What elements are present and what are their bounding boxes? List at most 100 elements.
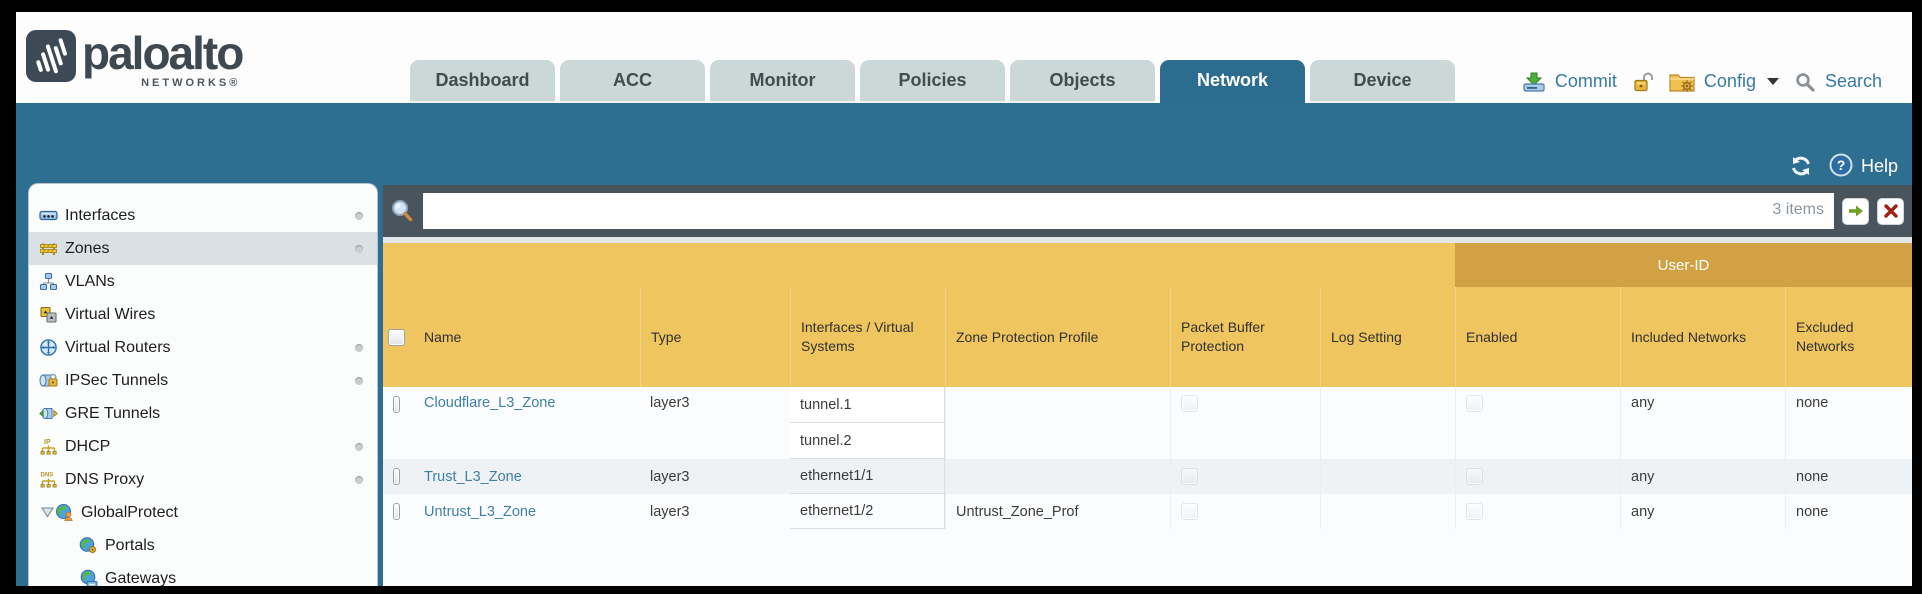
table-row: Untrust_L3_Zone layer3 ethernet1/2 Untru…: [383, 494, 1912, 529]
sidebar-item-globalprotect[interactable]: GlobalProtect: [29, 496, 377, 529]
sidebar-item-label: GlobalProtect: [81, 503, 178, 521]
config-menu-button[interactable]: Config: [1703, 71, 1756, 91]
paloalto-logo-icon: [26, 30, 76, 82]
zones-table: User-ID Name Type Interfaces / Virtual S…: [383, 243, 1912, 586]
column-header-enabled[interactable]: Enabled: [1455, 287, 1620, 387]
interface-value: ethernet1/2: [790, 494, 945, 529]
column-header-log-setting[interactable]: Log Setting: [1320, 287, 1455, 387]
column-header-interfaces[interactable]: Interfaces / Virtual Systems: [790, 287, 945, 387]
help-icon[interactable]: ?: [1829, 153, 1853, 177]
search-button[interactable]: Search: [1824, 71, 1882, 91]
log-setting: [1320, 387, 1455, 459]
zone-name-link[interactable]: Cloudflare_L3_Zone: [424, 395, 556, 411]
sidebar-item-label: DNS Proxy: [65, 470, 145, 488]
sidebar-item-interfaces[interactable]: Interfaces: [29, 199, 377, 232]
config-caret-icon[interactable]: [1766, 78, 1779, 85]
user-id-enabled-checkbox: [1466, 503, 1483, 520]
sidebar-item-gre-tunnels[interactable]: GRE Tunnels: [29, 397, 377, 430]
config-icon: [1669, 74, 1695, 92]
zone-protection-profile: Untrust_Zone_Prof: [945, 494, 1170, 529]
close-x-icon: [1883, 204, 1898, 218]
zone-interfaces-cell: ethernet1/1: [790, 459, 945, 494]
packet-buffer-protection-checkbox: [1181, 395, 1198, 412]
sidebar-item-label: Virtual Wires: [65, 305, 156, 323]
tab-acc[interactable]: ACC: [560, 60, 705, 103]
packet-buffer-protection-cell: [1170, 459, 1320, 494]
brand-subtitle: NETWORKS®: [141, 77, 241, 89]
top-header: paloalto NETWORKS® Dashboard ACC Monitor…: [16, 12, 1912, 103]
page-toolbar: ? Help: [383, 103, 1912, 185]
help-label[interactable]: Help: [1860, 156, 1898, 176]
included-networks: any: [1620, 459, 1785, 494]
packet-buffer-protection-checkbox: [1181, 503, 1198, 520]
tab-network[interactable]: Network: [1160, 60, 1305, 103]
zone-type: layer3: [650, 503, 690, 520]
sidebar-item-label: Portals: [105, 536, 155, 554]
zone-interfaces-cell: tunnel.1 tunnel.2: [790, 387, 945, 459]
tab-monitor[interactable]: Monitor: [710, 60, 855, 103]
row-select-checkbox[interactable]: [393, 468, 400, 485]
status-dot: [355, 376, 363, 385]
tab-dashboard[interactable]: Dashboard: [410, 60, 555, 103]
sidebar-item-label: Interfaces: [65, 206, 136, 224]
column-header-included-networks[interactable]: Included Networks: [1620, 287, 1785, 387]
virtual-routers-icon: [40, 339, 57, 356]
sidebar-item-virtual-routers[interactable]: Virtual Routers: [29, 331, 377, 364]
expander-triangle-icon[interactable]: [39, 507, 55, 518]
ipsec-tunnels-icon: [39, 373, 58, 387]
interface-value: ethernet1/1: [790, 459, 945, 494]
commit-button[interactable]: Commit: [1554, 71, 1617, 91]
user-id-enabled-cell: [1455, 387, 1620, 459]
table-empty-area: [383, 529, 1912, 586]
portals-icon: [79, 537, 97, 554]
user-id-enabled-cell: [1455, 459, 1620, 494]
lock-icon[interactable]: [1632, 71, 1654, 93]
sidebar-item-virtual-wires[interactable]: Virtual Wires: [29, 298, 377, 331]
select-all-checkbox[interactable]: [388, 328, 405, 346]
sidebar-item-ipsec-tunnels[interactable]: IPSec Tunnels: [29, 364, 377, 397]
included-networks: any: [1620, 387, 1785, 459]
row-checkbox-cell: [383, 494, 410, 529]
column-header-name[interactable]: Name: [424, 328, 462, 345]
column-header-zone-protection-profile[interactable]: Zone Protection Profile: [945, 287, 1170, 387]
row-select-checkbox[interactable]: [393, 396, 400, 413]
included-networks: any: [1620, 494, 1785, 529]
log-setting: [1320, 494, 1455, 529]
dhcp-icon: IP: [40, 439, 57, 455]
column-header-packet-buffer-protection[interactable]: Packet Buffer Protection: [1170, 287, 1320, 387]
apply-filter-button[interactable]: [1842, 197, 1869, 225]
network-sidebar: Interfaces Zones: [28, 183, 378, 586]
sidebar-item-dhcp[interactable]: IP DHCP: [29, 430, 377, 463]
zone-type: layer3: [650, 395, 690, 411]
column-header-type[interactable]: Type: [640, 287, 790, 387]
sidebar-item-zones[interactable]: Zones: [29, 232, 377, 265]
table-row: Cloudflare_L3_Zone layer3 tunnel.1 tunne…: [383, 387, 1912, 459]
filter-bar: 3 items: [383, 185, 1912, 237]
sidebar-item-portals[interactable]: Portals: [29, 529, 377, 562]
commit-icon: [1523, 72, 1545, 92]
column-header-excluded-networks[interactable]: Excluded Networks: [1785, 287, 1912, 387]
select-all-checkbox-cell: [383, 287, 410, 387]
row-select-checkbox[interactable]: [393, 503, 400, 520]
tab-policies[interactable]: Policies: [860, 60, 1005, 103]
sidebar-item-dns-proxy[interactable]: DNS DNS Proxy: [29, 463, 377, 496]
filter-search-icon: [392, 200, 413, 222]
sidebar-item-vlans[interactable]: VLANs: [29, 265, 377, 298]
zone-type: layer3: [650, 468, 690, 485]
interfaces-icon: [39, 210, 58, 221]
zone-protection-profile: [945, 387, 1170, 459]
user-id-enabled-cell: [1455, 494, 1620, 529]
filter-input[interactable]: [423, 193, 1834, 229]
virtual-wires-icon: [40, 306, 57, 323]
sidebar-background: Interfaces Zones: [16, 103, 378, 586]
zone-name-link[interactable]: Trust_L3_Zone: [424, 468, 522, 485]
status-dot: [355, 211, 363, 220]
sidebar-item-gateways[interactable]: Gateways: [29, 562, 377, 586]
clear-filter-button[interactable]: [1877, 197, 1904, 225]
tab-objects[interactable]: Objects: [1010, 60, 1155, 103]
tab-device[interactable]: Device: [1310, 60, 1455, 103]
refresh-icon[interactable]: [1789, 155, 1813, 177]
zone-name-link[interactable]: Untrust_L3_Zone: [424, 503, 537, 520]
excluded-networks: none: [1785, 387, 1912, 459]
